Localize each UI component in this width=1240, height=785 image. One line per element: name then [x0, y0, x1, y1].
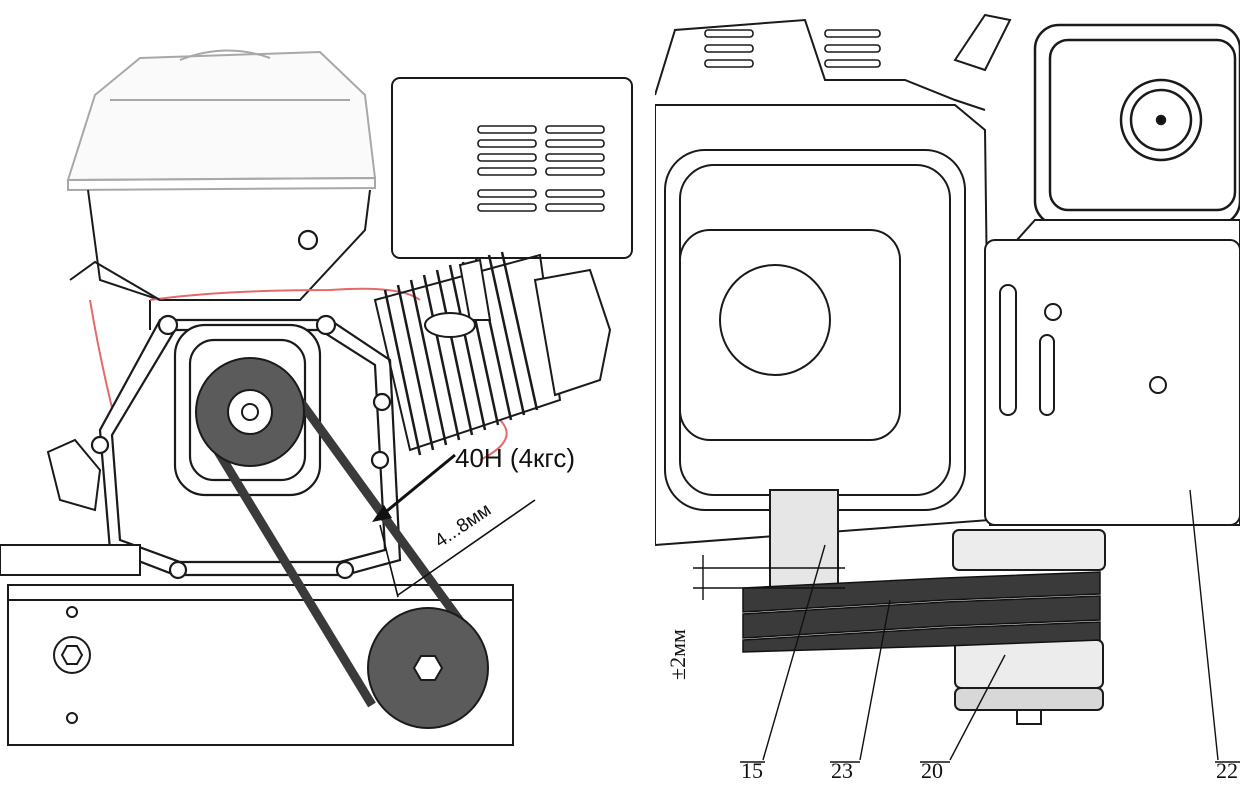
filter-box — [1033, 23, 1240, 227]
callout-20: 20 — [921, 758, 943, 783]
muffler-cover — [391, 77, 633, 259]
alignment-dimension — [693, 555, 845, 600]
deflection-label: 4...8мм — [431, 499, 495, 552]
engine-pulley — [195, 357, 305, 467]
mounting-bracket — [46, 260, 161, 512]
pulley-alignment-drawing: ±2мм 15 23 20 22 — [655, 13, 1240, 783]
belt-tension-diagram: 40Н (4кгс) 4...8мм — [0, 49, 633, 746]
drive-belts — [742, 571, 1101, 653]
engine-block — [87, 189, 371, 330]
alignment-label: ±2мм — [665, 629, 690, 680]
belt-tension-drawing: 40Н (4кгс) 4...8мм — [0, 49, 633, 746]
engine-top — [655, 13, 1012, 111]
callout-23: 23 — [831, 758, 853, 783]
callout-leaders — [740, 489, 1240, 763]
pulley-alignment-diagram: ±2мм 15 23 20 22 — [655, 0, 1240, 785]
driven-shaft — [952, 529, 1106, 725]
callout-15: 15 — [741, 758, 763, 783]
force-arrow — [372, 453, 456, 522]
deflection-dimension — [379, 499, 536, 598]
callout-22: 22 — [1216, 758, 1238, 783]
air-filter-housing — [66, 49, 377, 192]
driven-pulley — [367, 607, 489, 729]
cylinder-head — [424, 258, 612, 397]
idler-shaft — [769, 489, 839, 591]
engine-housing — [655, 104, 1240, 547]
force-label: 40Н (4кгс) — [455, 443, 575, 473]
